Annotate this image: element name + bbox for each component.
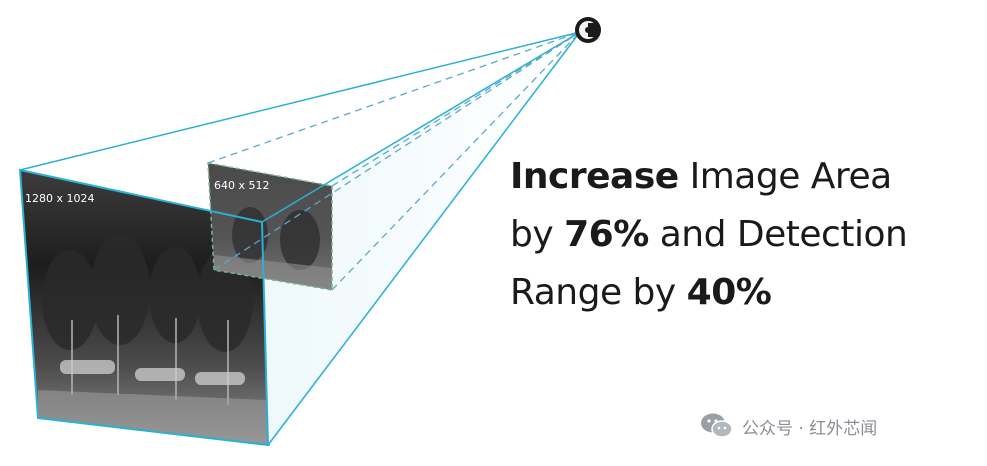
headline-emphasis-area: 76%	[564, 214, 649, 255]
small-frame-border	[207, 162, 333, 291]
headline-line-3: Range by 40%	[510, 264, 980, 322]
headline-text: and Detection	[648, 214, 908, 255]
watermark-text: 公众号 · 红外芯闻	[742, 418, 878, 439]
watermark: 公众号 · 红外芯闻	[700, 412, 877, 440]
frustum-right-plane	[262, 30, 585, 445]
parked-cars	[60, 360, 245, 385]
small-resolution-label: 640 x 512	[214, 179, 270, 192]
headline-line-2: by 76% and Detection	[510, 206, 980, 264]
ground-band	[38, 390, 268, 445]
large-resolution-label: 1280 x 1024	[25, 192, 95, 205]
headline-emphasis-increase: Increase	[510, 156, 679, 197]
headline: Increase Image Area by 76% and Detection…	[510, 148, 980, 322]
frustum-lines	[19, 31, 581, 446]
headline-line-1: Increase Image Area	[510, 148, 980, 206]
headline-text: Range by	[510, 272, 687, 313]
large-thermal-image: 1280 x 1024	[20, 170, 268, 445]
headline-emphasis-range: 40%	[686, 272, 772, 313]
headline-text: Image Area	[678, 156, 893, 197]
small-thermal-image: 640 x 512	[207, 162, 333, 291]
wechat-icon	[701, 413, 733, 438]
tree-trunks	[71, 315, 229, 405]
thermal-camera-icon	[575, 17, 601, 43]
dashed-frustum-lines	[207, 31, 581, 291]
headline-text: by	[510, 214, 565, 255]
